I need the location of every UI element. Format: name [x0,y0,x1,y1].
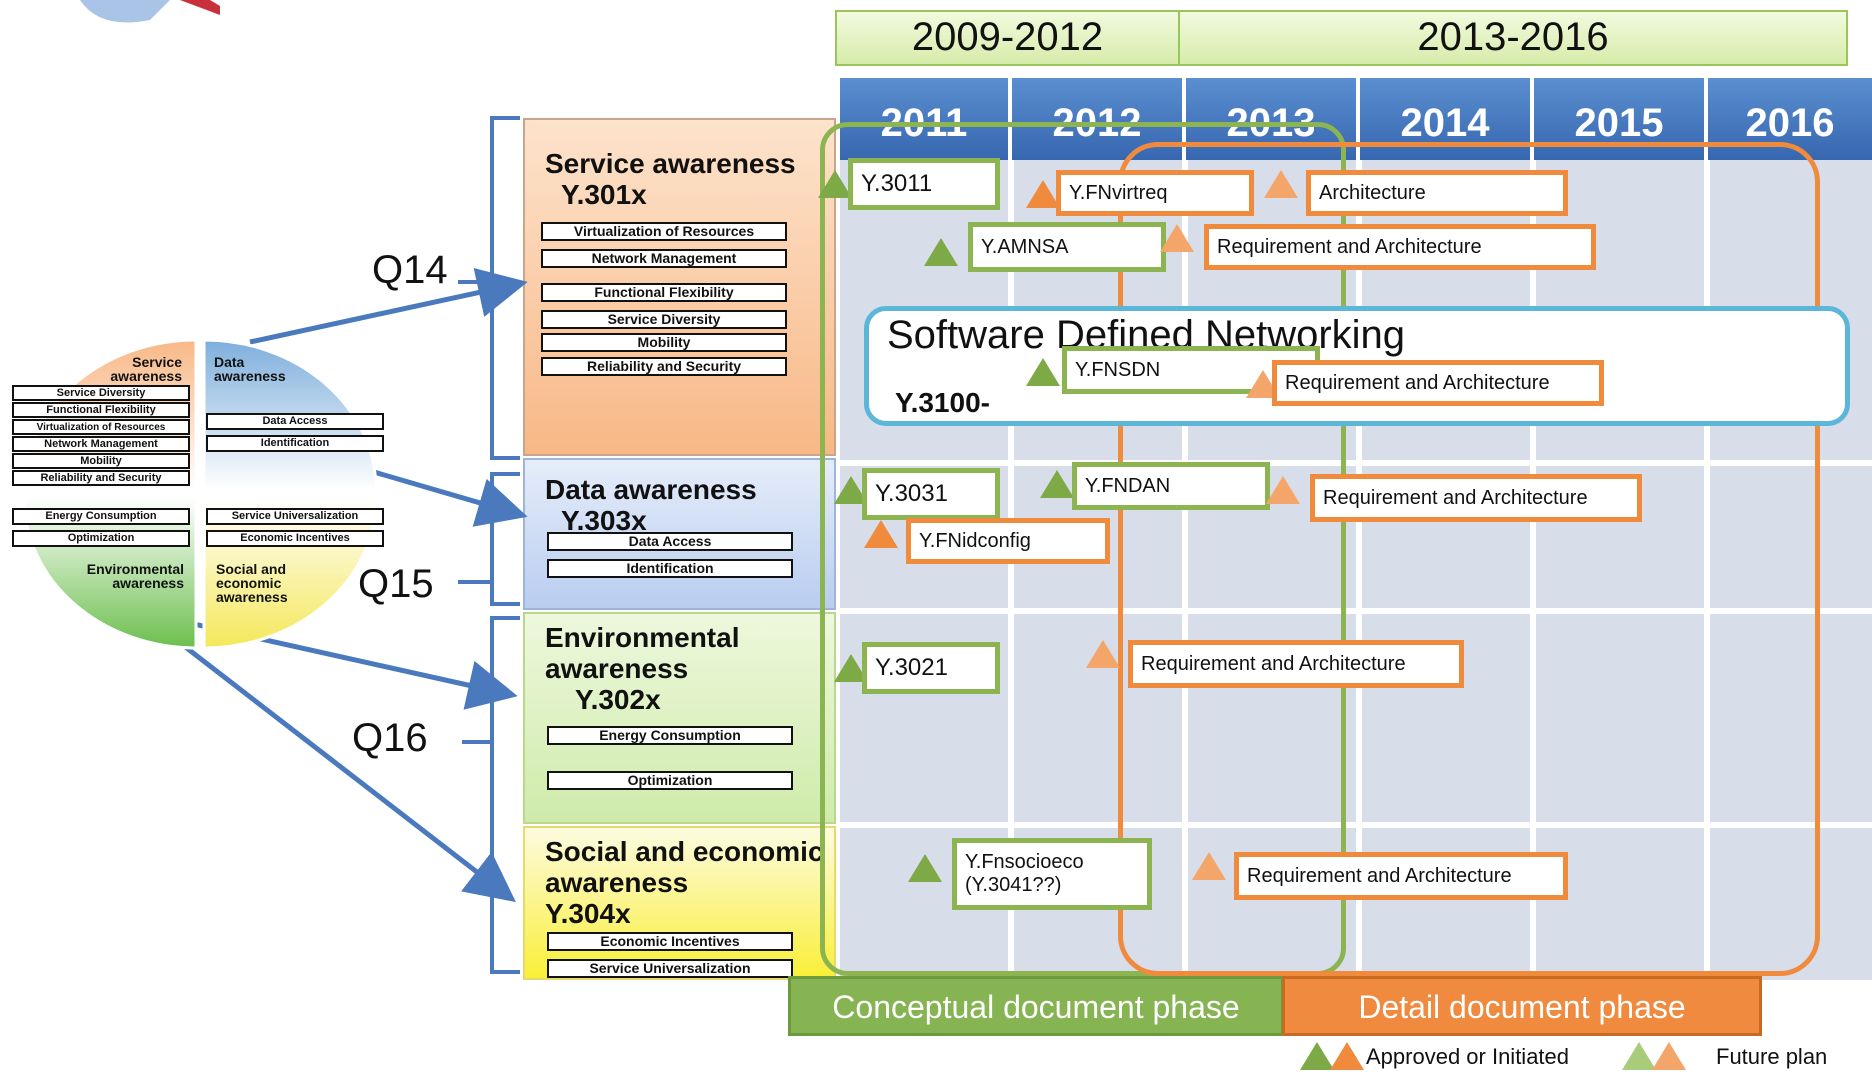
doc-architecture: Architecture [1306,170,1568,216]
legend-initiated-triangle-icon [1330,1042,1364,1070]
category-title: Service awareness [545,148,796,179]
category-code: Y.304x [545,898,631,929]
period-2009-2012: 2009-2012 [835,10,1180,66]
category-item: Functional Flexibility [541,283,787,302]
pie-tag: Functional Flexibility [12,402,190,418]
legend-future-orange-triangle-icon [1652,1042,1686,1070]
detail-phase-frame [1118,142,1820,976]
legend-approved-label: Approved or Initiated [1366,1044,1570,1069]
initiated-triangle-icon [864,520,898,548]
category-item: Identification [547,559,793,578]
category-item: Economic Incentives [547,932,793,951]
pie-label-data: Data awareness [214,354,286,384]
pie-tag: Reliability and Security [12,470,190,486]
pie-label-social: Social and economic awareness [216,561,288,605]
awareness-pie-diagram [22,338,378,650]
conceptual-phase-frame [820,122,1346,976]
pie-tag: Network Management [12,436,190,452]
approved-triangle-icon [1026,358,1060,386]
grid-col-divider [1530,160,1536,980]
pie-label-service: Service awareness [110,354,182,384]
approved-triangle-icon [1040,470,1074,498]
approved-triangle-icon [818,170,852,198]
doc-y3021: Y.3021 [862,642,1000,694]
category-item: Reliability and Security [541,357,787,376]
doc-fnidconfig: Y.FNidconfig [906,518,1110,564]
pie-tag: Service Diversity [12,385,190,401]
legend-future-label: Future plan [1716,1044,1828,1069]
approved-triangle-icon [924,238,958,266]
question-label-q14: Q14 [372,248,448,292]
future-triangle-icon [1192,852,1226,880]
detail-phase-bar: Detail document phase [1282,976,1762,1036]
sdn-code: Y.3100- [895,387,990,418]
doc-fnvirtreq: Y.FNvirtreq [1056,170,1254,216]
pie-tag: Economic Incentives [206,530,384,547]
legend-future-green-triangle-icon [1622,1042,1656,1070]
question-label-q16: Q16 [352,716,428,760]
category-title: Environmental awareness [545,622,740,684]
grid-col-divider [1704,160,1710,980]
category-item: Service Diversity [541,310,787,329]
grid-col-divider [1182,160,1188,980]
category-environmental-awareness: Environmental awareness Y.302x Energy Co… [523,612,836,824]
category-item: Service Universalization [547,959,793,978]
category-item: Network Management [541,249,787,268]
question-brackets-and-arrows [138,116,528,974]
doc-fndan: Y.FNDAN [1072,462,1270,510]
period-2013-2016: 2013-2016 [1178,10,1848,66]
logo-icon [80,0,220,23]
doc-fnsocioeco-name: Y.Fnsocioeco [965,851,1084,873]
doc-req-arch-sdn: Requirement and Architecture [1272,360,1604,406]
doc-req-arch-soc: Requirement and Architecture [1234,852,1568,900]
pie-tag: Identification [206,435,384,452]
initiated-triangle-icon [1026,180,1060,208]
future-triangle-icon [1266,476,1300,504]
future-triangle-icon [1086,640,1120,668]
category-item: Mobility [541,333,787,352]
pie-tag: Data Access [206,413,384,430]
category-social-economic-awareness: Social and economic awareness Y.304x Eco… [523,826,836,980]
future-triangle-icon [1264,170,1298,198]
conceptual-phase-bar: Conceptual document phase [788,976,1284,1036]
doc-req-arch-env: Requirement and Architecture [1128,640,1464,688]
future-triangle-icon [1160,224,1194,252]
pie-tag: Service Universalization [206,508,384,525]
category-title: Data awareness [545,474,757,505]
category-code: Y.303x [561,505,647,536]
pie-label-environmental: Environmental awareness [86,561,184,591]
pie-tag: Optimization [12,530,190,547]
category-code: Y.301x [561,179,647,210]
doc-y3011: Y.3011 [848,158,1000,210]
grid-col-divider [1008,160,1014,980]
category-title: Social and economic awareness [545,836,824,898]
legend-approved-triangle-icon [1300,1042,1334,1070]
pie-tag: Mobility [12,453,190,469]
doc-fnsocioeco-number: (Y.3041??) [965,874,1062,896]
approved-triangle-icon [908,854,942,882]
doc-amnsa: Y.AMNSA [968,222,1166,272]
doc-y3031: Y.3031 [862,468,1000,520]
pie-tag: Virtualization of Resources [12,419,190,435]
category-item: Data Access [547,532,793,551]
grid-col-divider [1356,160,1362,980]
question-label-q15: Q15 [358,562,434,606]
pie-tag: Energy Consumption [12,508,190,525]
category-item: Virtualization of Resources [541,222,787,241]
doc-fnsocioeco: Y.Fnsocioeco (Y.3041??) [952,838,1152,910]
category-data-awareness: Data awareness Y.303x Data Access Identi… [523,458,836,610]
category-item: Energy Consumption [547,726,793,745]
category-service-awareness: Service awareness Y.301x Virtualization … [523,118,836,456]
doc-req-arch-dan: Requirement and Architecture [1310,474,1642,522]
doc-req-arch-amnsa: Requirement and Architecture [1204,224,1596,270]
category-code: Y.302x [575,684,661,715]
category-item: Optimization [547,771,793,790]
